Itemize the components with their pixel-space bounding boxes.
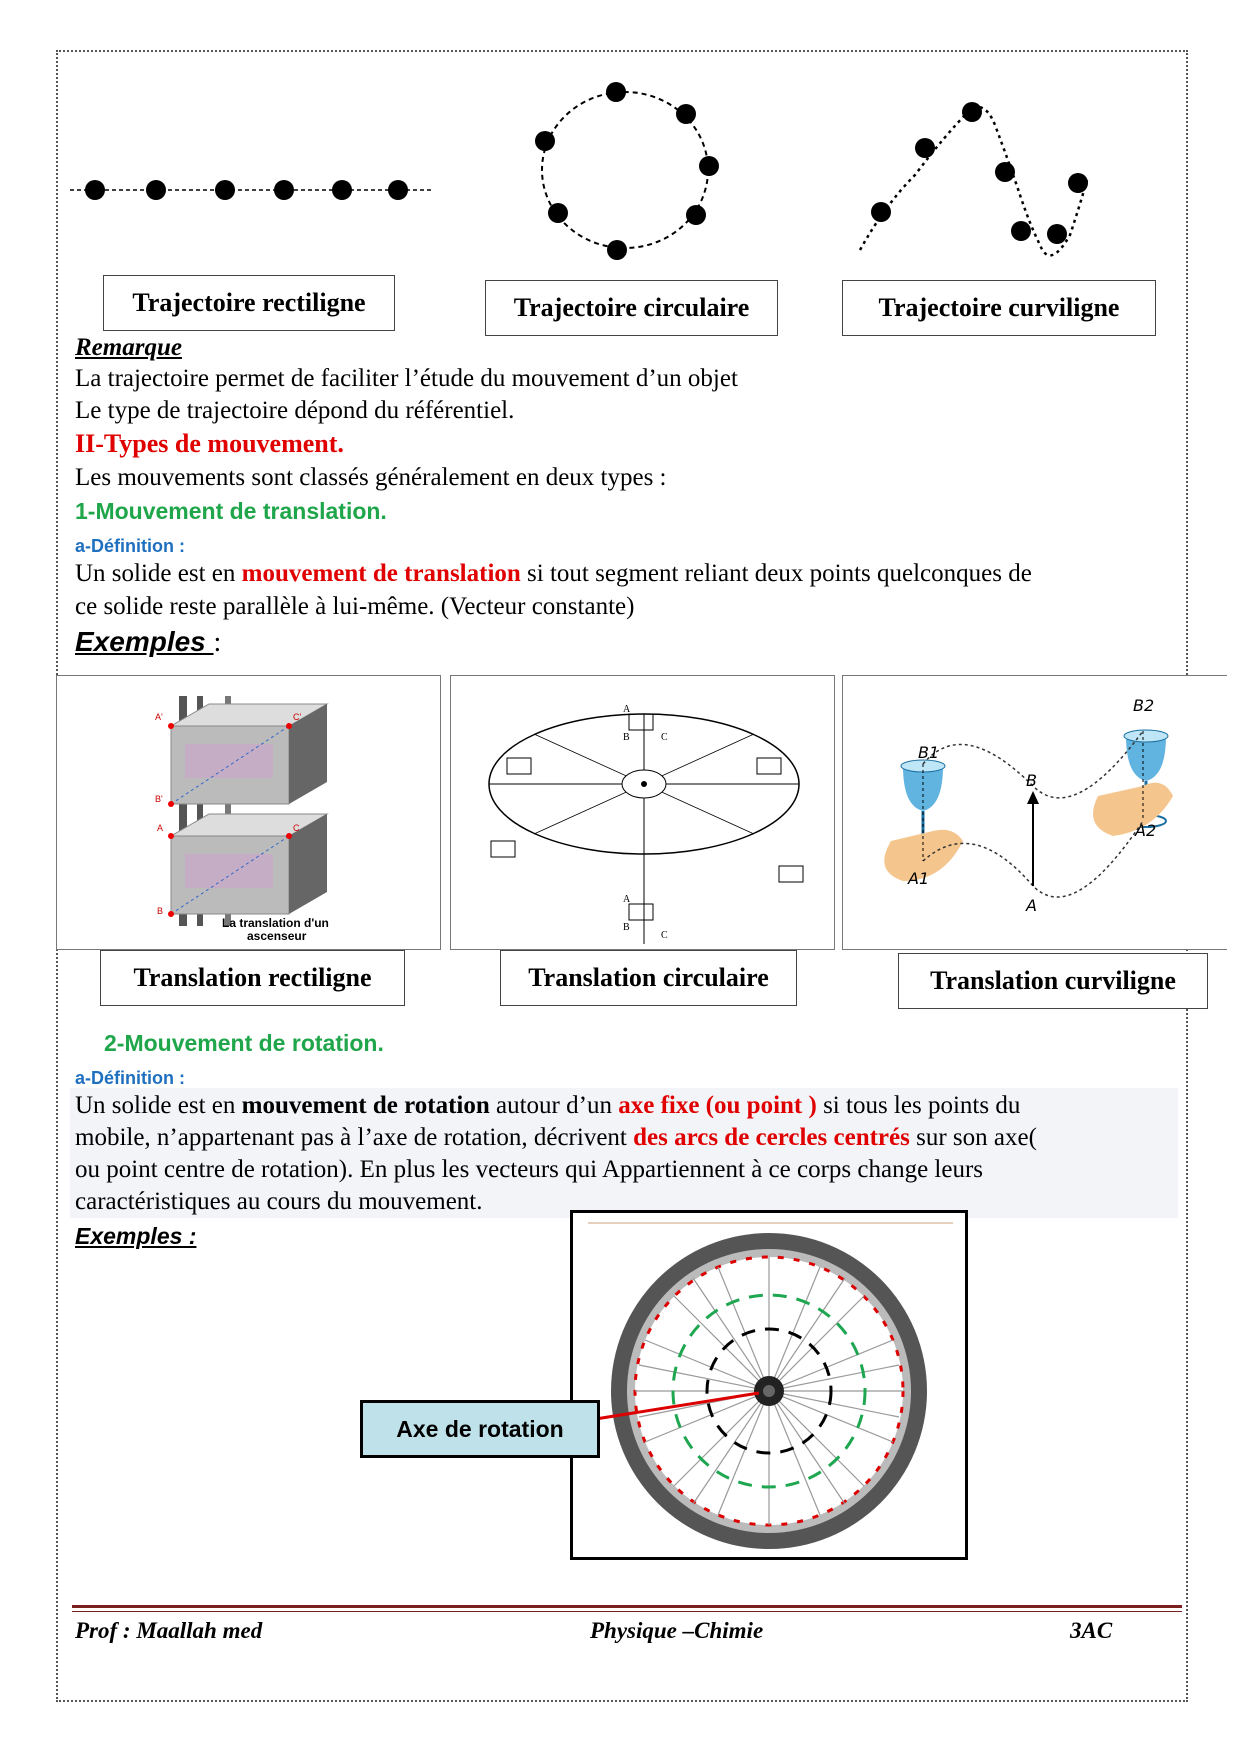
rotation-definition-block — [70, 1088, 1178, 1218]
point-label: C' — [293, 712, 301, 722]
point-label: B — [623, 732, 630, 743]
point-label: A' — [155, 712, 163, 722]
point-label: B1 — [918, 743, 939, 762]
curvilinear-translation-image: B2 B1 B A2 A1 A — [842, 675, 1227, 950]
remarque-line-2: Le type de trajectoire dépond du référen… — [75, 397, 515, 424]
footer-rule-thin — [72, 1611, 1182, 1612]
def-text: autour d’un — [489, 1092, 619, 1119]
def-highlight: axe fixe (ou point ) — [618, 1092, 817, 1119]
point-label: B — [157, 906, 163, 916]
rotation-title: 2-Mouvement de rotation. — [104, 1030, 384, 1056]
def-text: si tous les points du — [816, 1092, 1021, 1119]
def-text: mobile, n’appartenant pas à l’axe de rot… — [75, 1124, 634, 1151]
point-label: B — [623, 922, 630, 933]
def-bold: mouvement de rotation — [241, 1092, 490, 1119]
point-label: A1 — [907, 869, 929, 888]
remarque-title: Remarque — [75, 334, 182, 361]
rectilinear-trajectory-diagram — [70, 180, 433, 200]
point-label: A — [157, 823, 163, 833]
def-highlight: des arcs de cercles centrés — [633, 1124, 910, 1151]
translation-definition-title: a-Définition : — [75, 536, 185, 556]
point-label: C — [661, 930, 668, 941]
point-label: B2 — [1133, 696, 1154, 715]
elevator-translation-drawing: A' C' B' A C B La translation d'un ascen… — [155, 696, 329, 943]
examples-heading: Exemples — [75, 626, 214, 657]
caption-rectilinear-translation: Translation rectiligne — [100, 950, 405, 1006]
point-label: A — [623, 704, 631, 715]
section-title-types-of-motion: II-Types de mouvement. — [75, 429, 344, 458]
rotation-definition-line-2: mobile, n’appartenant pas à l’axe de rot… — [75, 1122, 1037, 1154]
bicycle-wheel-image — [570, 1210, 968, 1560]
bicycle-wheel-drawing — [582, 1222, 953, 1549]
caption-circular-translation: Translation circulaire — [500, 950, 797, 1006]
rotation-definition-title: a-Définition : — [75, 1068, 185, 1088]
label-curvilinear-trajectory: Trajectoire curviligne — [842, 280, 1156, 336]
label-circular-trajectory: Trajectoire circulaire — [485, 280, 778, 336]
rotation-definition-line-1: Un solide est en mouvement de rotation a… — [75, 1090, 1020, 1122]
translation-definition-line-2: ce solide reste parallèle à lui-même. (V… — [75, 593, 635, 620]
point-label: B — [1026, 771, 1037, 790]
point-label: A2 — [1134, 821, 1156, 840]
rotation-definition-line-4: caractéristiques au cours du mouvement. — [75, 1188, 483, 1215]
ferris-wheel-drawing: A B C A B C — [488, 704, 804, 944]
remarque-line-1: La trajectoire permet de faciliter l’étu… — [75, 365, 738, 392]
def-text: Un solide est en — [75, 1092, 242, 1119]
def-highlight: mouvement de translation — [241, 560, 521, 587]
point-label: A — [1025, 896, 1037, 915]
translation-title: 1-Mouvement de translation. — [75, 498, 387, 524]
ferris-wheel-translation-image: A B C A B C — [450, 675, 835, 950]
def-text: sur son axe( — [909, 1124, 1037, 1151]
translation-definition-line-1: Un solide est en mouvement de translatio… — [75, 558, 1032, 590]
caption-curvilinear-translation: Translation curviligne — [898, 953, 1208, 1009]
def-text: si tout segment reliant deux points quel… — [520, 560, 1032, 587]
point-label: B' — [155, 794, 163, 804]
rotation-definition-line-3: ou point centre de rotation). En plus le… — [75, 1156, 984, 1183]
rotation-examples-title: Exemples : — [75, 1223, 197, 1249]
point-label: C — [661, 732, 668, 743]
point-label: A — [623, 894, 631, 905]
footer-subject: Physique –Chimie — [590, 1618, 764, 1643]
point-label: C — [293, 823, 300, 833]
glass-translation-drawing: B2 B1 B A2 A1 A — [884, 696, 1173, 915]
examples-colon: : — [213, 627, 222, 658]
def-text: Un solide est en — [75, 560, 242, 587]
translation-examples-title: Exemples : — [75, 626, 221, 659]
label-rectilinear-trajectory: Trajectoire rectiligne — [103, 275, 395, 331]
footer-level: 3AC — [1070, 1618, 1113, 1643]
section-intro: Les mouvements sont classés généralement… — [75, 464, 667, 491]
axis-of-rotation-label: Axe de rotation — [360, 1400, 600, 1458]
curvilinear-trajectory-diagram — [858, 102, 1089, 257]
footer-rule — [72, 1605, 1182, 1608]
elevator-caption-2: ascenseur — [247, 929, 307, 943]
elevator-caption-1: La translation d'un — [222, 916, 329, 930]
circular-trajectory-diagram — [535, 82, 719, 260]
footer-author: Prof : Maallah med — [75, 1618, 263, 1643]
elevator-translation-image: A' C' B' A C B La translation d'un ascen… — [56, 675, 441, 950]
